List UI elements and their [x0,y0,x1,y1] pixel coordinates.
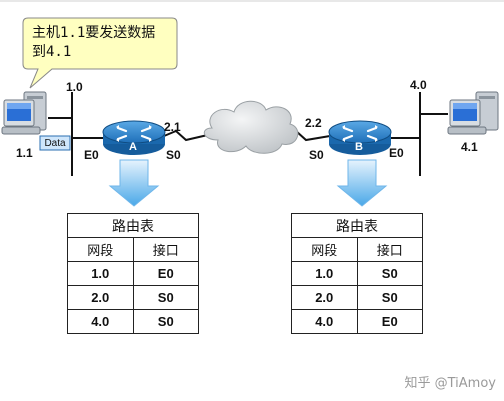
routing-table-b: 路由表 网段 接口 1.0 S0 2.0 S0 4.0 E0 [291,213,423,334]
table-cell: 4.0 [67,309,134,334]
routing-table-title: 路由表 [291,213,423,238]
table-cell: 1.0 [67,261,134,286]
table-cell: E0 [356,309,423,334]
column-header-segment: 网段 [291,237,358,262]
table-row: 2.0 S0 [291,285,423,310]
interface-label-s0-a: S0 [166,148,181,162]
host-right-computer-icon [447,91,499,135]
table-cell: S0 [132,309,199,334]
interface-label-e0-a: E0 [84,148,99,162]
table-cell: 1.0 [291,261,358,286]
wan-cloud-icon [203,100,299,154]
router-b-label: B [355,141,363,153]
watermark: 知乎 @TiAmoy [404,376,497,391]
data-tag-label: Data [44,138,66,149]
table-row: 1.0 S0 [291,261,423,286]
arrow-down-b-icon [336,159,388,207]
data-packet-tag [39,135,71,151]
interface-label-e0-b: E0 [389,146,404,160]
host-left-computer-icon [1,91,47,135]
column-header-interface: 接口 [356,237,423,262]
table-row: 2.0 S0 [67,285,199,310]
host-label-1-1: 1.1 [16,146,33,160]
arrow-down-a-icon [108,159,160,207]
callout-bubble [22,17,178,89]
table-cell: E0 [132,261,199,286]
table-row: 4.0 S0 [67,309,199,334]
table-cell: S0 [356,285,423,310]
address-label-2-2: 2.2 [305,116,322,130]
table-cell: 2.0 [67,285,134,310]
routing-table-a: 路由表 网段 接口 1.0 E0 2.0 S0 4.0 S0 [67,213,199,334]
address-label-2-1: 2.1 [164,120,181,134]
callout-text: 主机1.1要发送数据 到4.1 [32,25,156,60]
routing-table-title: 路由表 [67,213,199,238]
router-a-label: A [129,141,137,153]
table-row: 4.0 E0 [291,309,423,334]
router-b-icon [328,120,392,155]
column-header-segment: 网段 [67,237,134,262]
table-row: 1.0 E0 [67,261,199,286]
serial-link-left [163,129,213,142]
network-label-1-0: 1.0 [66,80,83,94]
network-label-4-0: 4.0 [410,78,427,92]
router-a-icon [102,120,166,155]
table-cell: S0 [132,285,199,310]
table-cell: S0 [356,261,423,286]
table-cell: 2.0 [291,285,358,310]
interface-label-s0-b: S0 [309,148,324,162]
table-cell: 4.0 [291,309,358,334]
column-header-interface: 接口 [132,237,199,262]
host-label-4-1: 4.1 [461,140,478,154]
